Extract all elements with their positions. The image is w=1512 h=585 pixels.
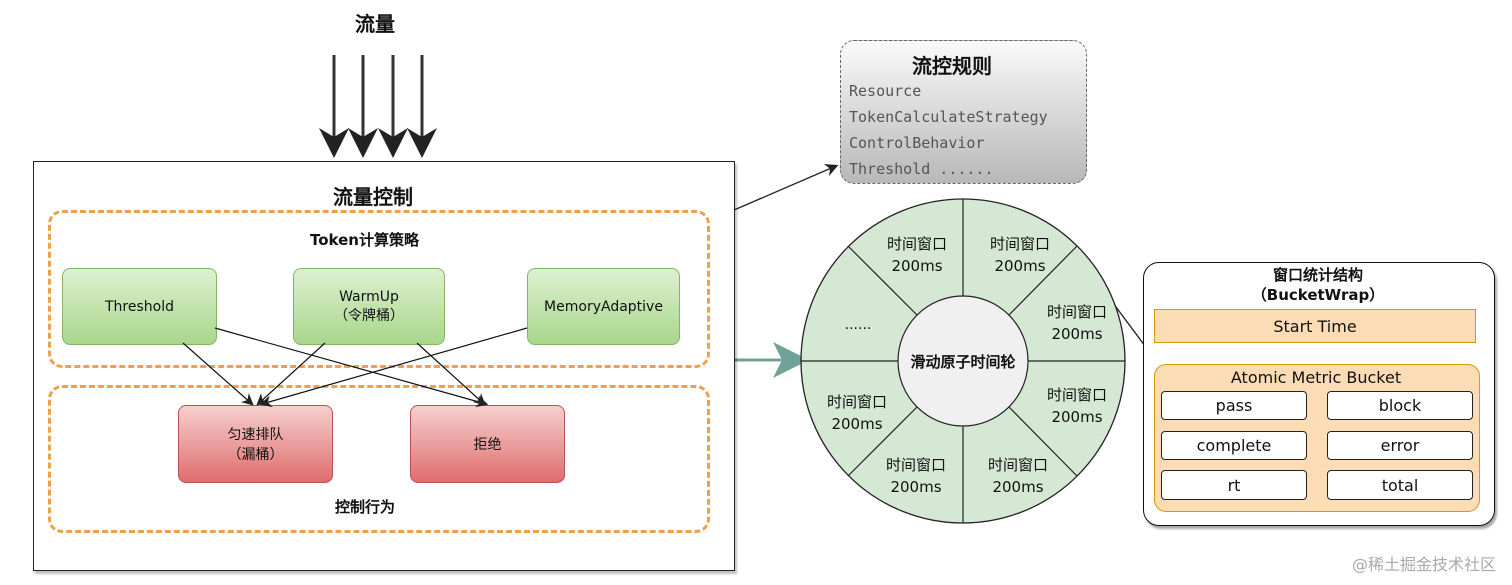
watermark: @稀土掘金技术社区: [1351, 555, 1496, 574]
strategy-warmup-label: WarmUp: [339, 288, 399, 305]
wheel-segment-6: 时间窗口 200ms: [876, 453, 956, 499]
traffic-title: 流量: [355, 12, 395, 36]
strategy-warmup: WarmUp （令牌桶）: [293, 268, 445, 345]
wheel-segment-6-size: 200ms: [890, 478, 942, 496]
strategy-memory-adaptive-label: MemoryAdaptive: [544, 298, 663, 315]
spoke-bottom-right: [1008, 406, 1078, 477]
rules-title: 流控规则: [912, 54, 992, 78]
behavior-group: [48, 385, 710, 533]
strategy-threshold: Threshold: [62, 268, 217, 345]
wheel-segment-7: 时间窗口 200ms: [817, 390, 897, 436]
wheel-segment-7-title: 时间窗口: [826, 393, 887, 411]
arrow-threshold-reject: [214, 327, 489, 408]
behavior-reject: 拒绝: [410, 405, 565, 483]
wheel-segment-3-size: 200ms: [1051, 325, 1103, 343]
metric-total: total: [1327, 470, 1473, 500]
strategy-group: [48, 210, 710, 368]
behavior-rate-limit-queue: 匀速排队 （漏桶）: [178, 405, 333, 483]
wheel-segment-7-size: 200ms: [831, 415, 883, 433]
wheel-segment-2-size: 200ms: [994, 257, 1046, 275]
wheel-segment-1-size: 200ms: [891, 257, 943, 275]
behavior-group-title: 控制行为: [335, 498, 396, 516]
wheel-segment-4-title: 时间窗口: [1046, 386, 1107, 404]
rules-box: [840, 40, 1087, 184]
wheel-segment-8: ......: [830, 312, 886, 338]
behavior-reject-label: 拒绝: [473, 437, 502, 453]
rules-line-1: Resource: [849, 82, 922, 100]
start-time-bar: Start Time: [1154, 309, 1476, 343]
wheel-segment-4-size: 200ms: [1051, 408, 1103, 426]
wheel-segment-3-title: 时间窗口: [1046, 303, 1107, 321]
atomic-metric-bucket-title: Atomic Metric Bucket: [1230, 367, 1402, 387]
metric-rt: rt: [1161, 470, 1307, 500]
flow-control-title: 流量控制: [333, 185, 413, 209]
wheel-segment-3: 时间窗口 200ms: [1037, 300, 1117, 346]
behavior-queue-sub: （漏桶）: [227, 447, 284, 463]
wheel-center-label: 滑动原子时间轮: [910, 352, 1016, 371]
wheel-segment-8-ellipsis: ......: [844, 317, 872, 333]
wheel-segment-5-title: 时间窗口: [987, 456, 1048, 474]
wheel-spokes: [801, 199, 1125, 523]
metric-error: error: [1327, 431, 1473, 460]
rules-line-4: Threshold ......: [849, 160, 994, 178]
rules-arrow: [733, 164, 839, 211]
strategy-memory-adaptive: MemoryAdaptive: [527, 268, 680, 345]
wheel-segment-2: 时间窗口 200ms: [980, 232, 1060, 278]
spoke-top-left: [847, 245, 918, 316]
spoke-top-right: [1008, 245, 1078, 316]
bucket-wrap-title-2: （BucketWrap）: [1251, 286, 1385, 304]
wheel-segment-1: 时间窗口 200ms: [877, 232, 957, 278]
rules-line-2: TokenCalculateStrategy: [849, 108, 1048, 126]
metric-complete: complete: [1161, 431, 1307, 460]
metric-block: block: [1327, 391, 1473, 420]
wheel-segment-5-size: 200ms: [992, 478, 1044, 496]
strategy-warmup-sub: （令牌桶）: [334, 307, 404, 324]
wheel-center: [897, 295, 1029, 427]
rules-line-3: ControlBehavior: [849, 134, 985, 152]
wheel-segment-2-title: 时间窗口: [989, 235, 1050, 253]
start-time-label: Start Time: [1273, 316, 1357, 336]
bucket-wrap-title-1: 窗口统计结构: [1272, 266, 1363, 284]
bucket-wrap-title: 窗口统计结构 （BucketWrap）: [1143, 264, 1493, 306]
wheel-segment-4: 时间窗口 200ms: [1037, 383, 1117, 429]
strategy-group-title: Token计算策略: [310, 231, 419, 249]
strategy-threshold-label: Threshold: [105, 298, 174, 315]
arrow-warmup-reject: [416, 342, 486, 406]
metric-pass: pass: [1161, 391, 1307, 420]
wheel-segment-5: 时间窗口 200ms: [978, 453, 1058, 499]
wheel-segment-1-title: 时间窗口: [886, 235, 947, 253]
spoke-bottom-left: [847, 406, 918, 477]
behavior-queue-label: 匀速排队: [227, 427, 284, 443]
arrow-warmup-queue: [256, 342, 326, 406]
arrow-memory-queue: [259, 327, 528, 408]
wheel-segment-6-title: 时间窗口: [885, 456, 946, 474]
arrow-threshold-queue: [182, 342, 254, 406]
